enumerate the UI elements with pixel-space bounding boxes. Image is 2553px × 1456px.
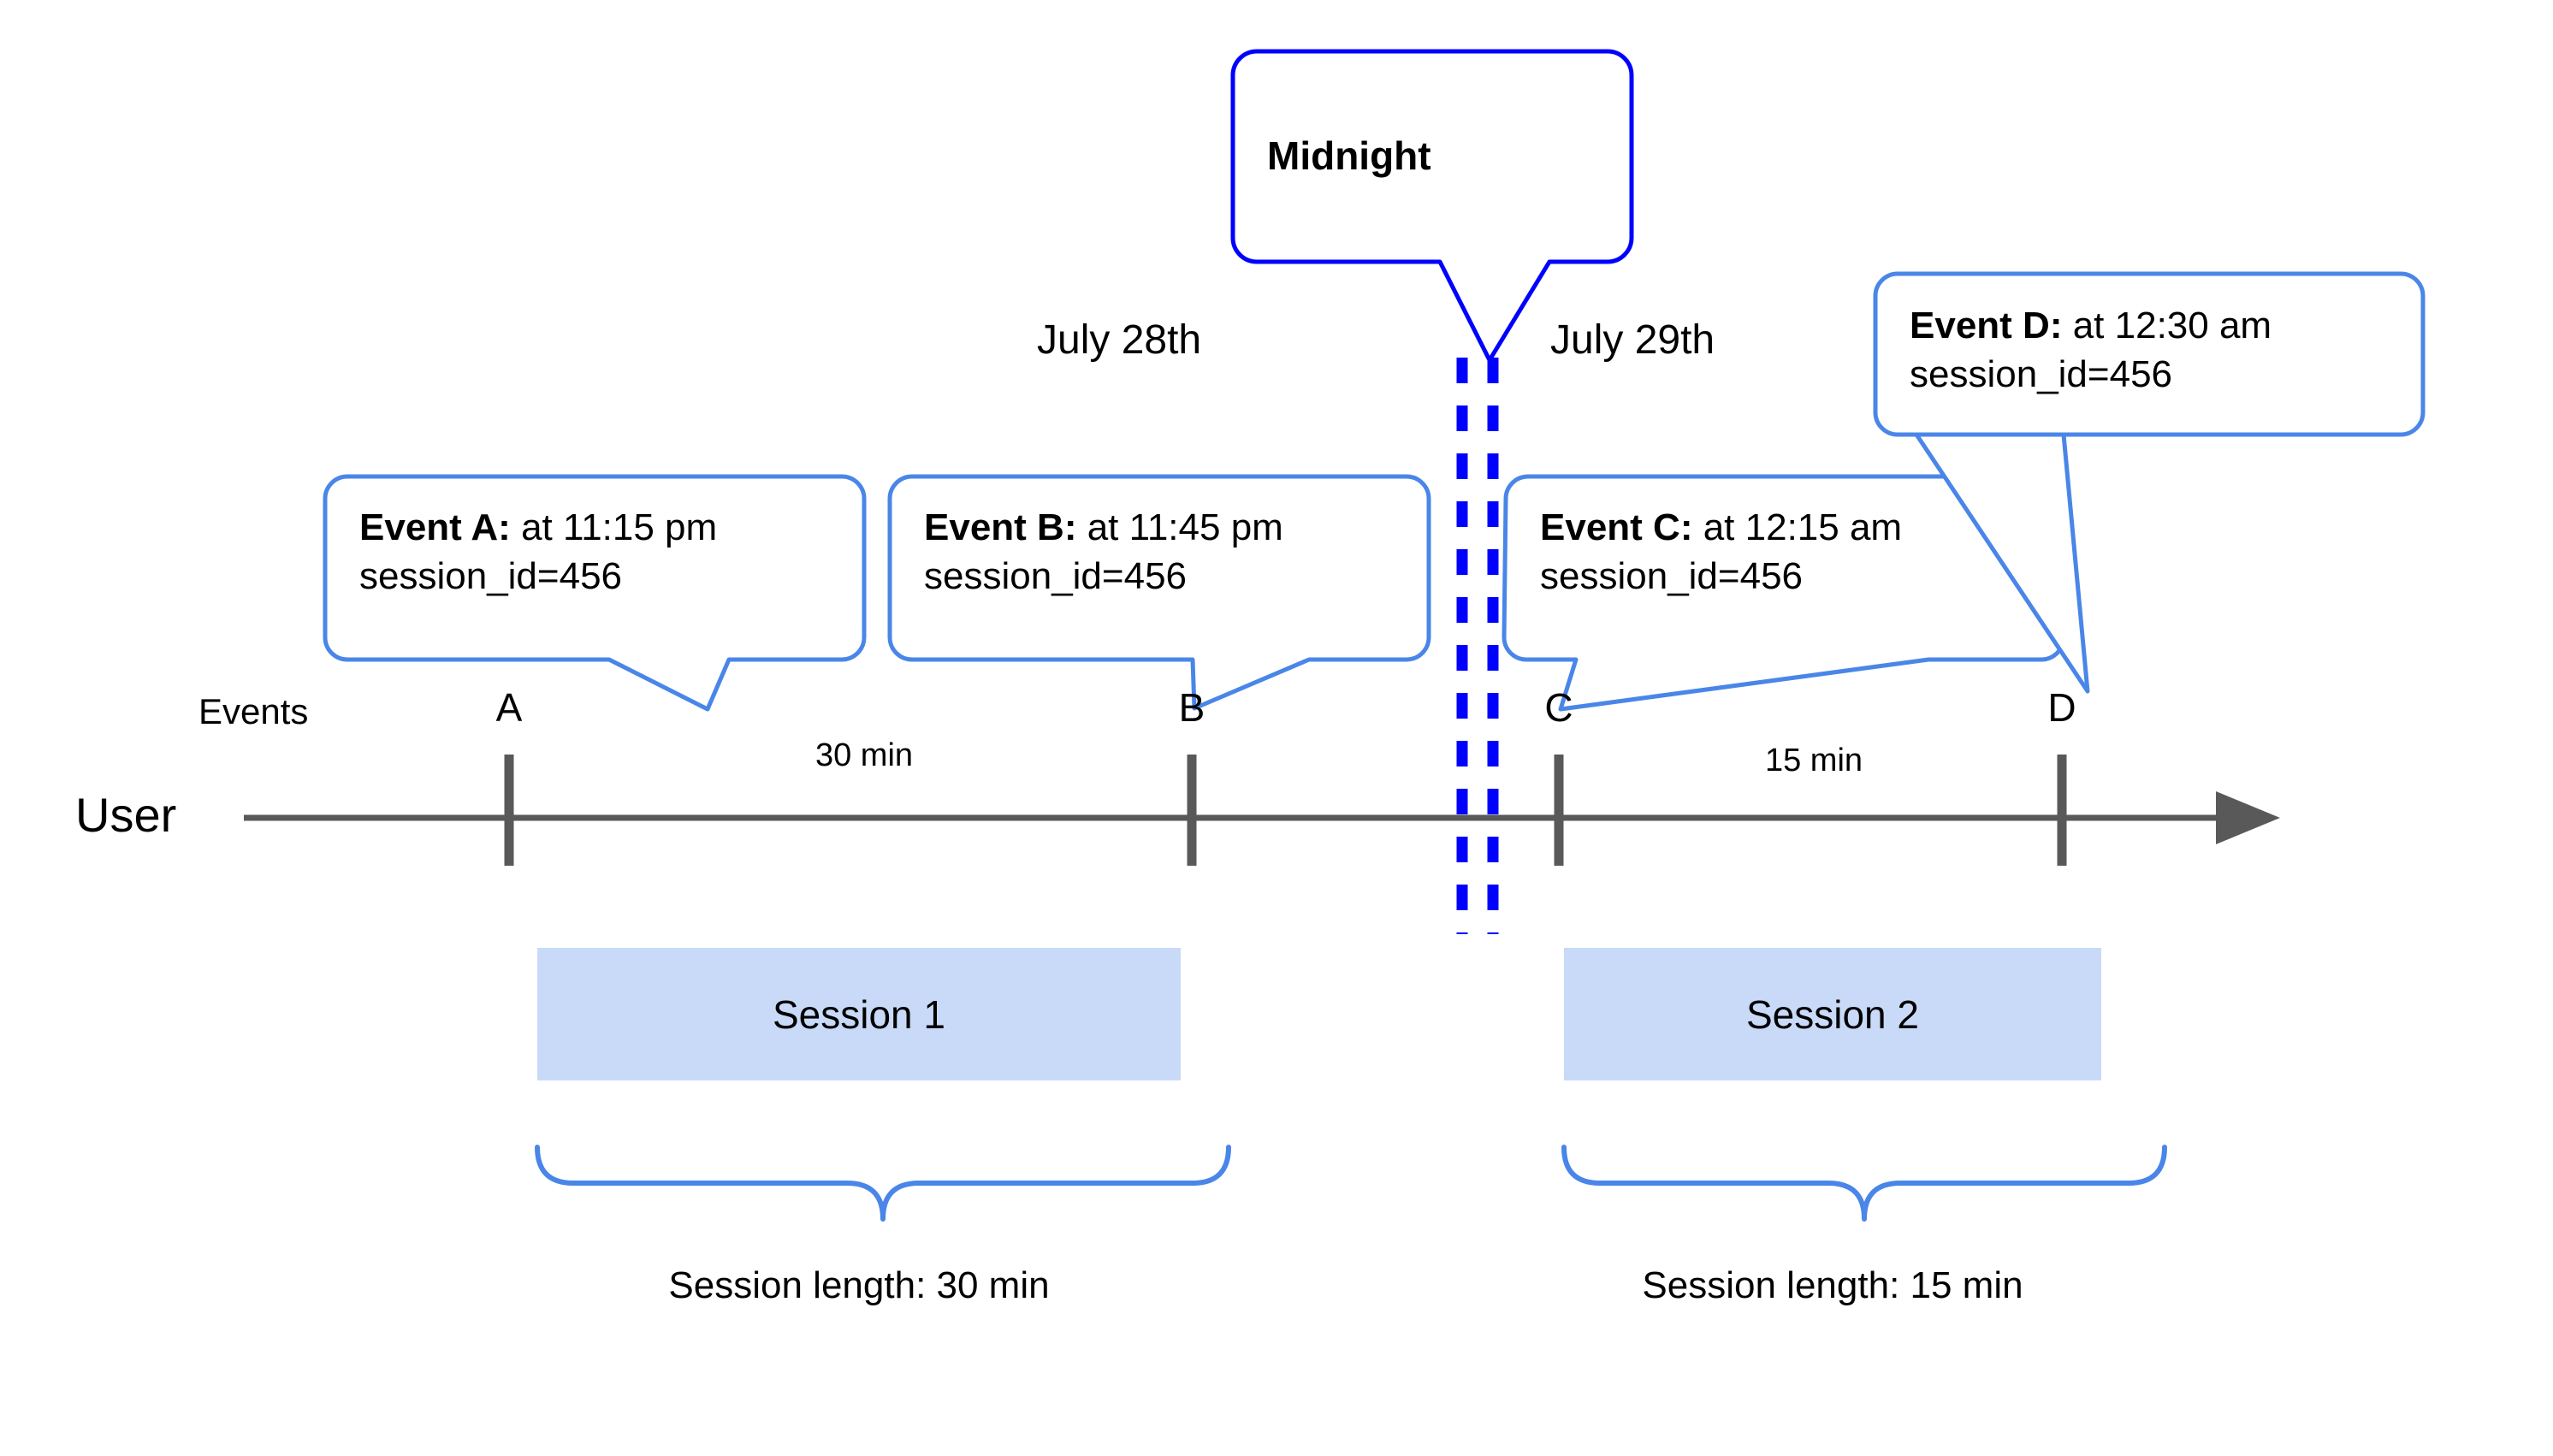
gap-label-c-to-d: 15 min	[1764, 743, 1863, 778]
session-1-length-caption: Session length: 30 min	[668, 1264, 1050, 1306]
marker-letter-d: D	[2047, 685, 2076, 730]
marker-letter-b: B	[1178, 685, 1205, 730]
event-d-line-2: session_id=456	[1910, 353, 2173, 396]
timeline-axis	[244, 791, 2280, 844]
event-b-callout-text: Event B: at 11:45 pm session_id=456	[924, 503, 1283, 601]
event-d-rest: at 12:30 am	[2062, 305, 2272, 346]
event-d-callout-text: Event D: at 12:30 am session_id=456	[1910, 301, 2272, 399]
event-c-callout-text: Event C: at 12:15 am session_id=456	[1540, 503, 1902, 601]
midnight-callout-shape	[1230, 49, 1634, 363]
date-label-right: July 29th	[1550, 317, 1715, 363]
event-b-line-1: Event B: at 11:45 pm	[924, 503, 1283, 552]
event-a-lead: Event A:	[359, 506, 511, 548]
event-a-rest: at 11:15 pm	[510, 506, 718, 548]
session-2-length-caption: Session length: 15 min	[1642, 1264, 2023, 1306]
midnight-dashed-lines	[1456, 358, 1499, 934]
event-d-lead: Event D:	[1910, 305, 2063, 346]
event-c-line-2: session_id=456	[1540, 555, 1804, 598]
event-b-lead: Event B:	[924, 506, 1077, 548]
event-c-lead: Event C:	[1540, 506, 1693, 548]
lane-label-user: User	[75, 788, 177, 842]
event-d-line-1: Event D: at 12:30 am	[1910, 301, 2272, 350]
session-1-brace	[535, 1145, 1231, 1222]
event-b-rest: at 11:45 pm	[1076, 506, 1283, 548]
event-a-callout-text: Event A: at 11:15 pm session_id=456	[359, 503, 717, 601]
marker-letter-c: C	[1544, 685, 1573, 730]
gap-label-a-to-b: 30 min	[814, 737, 914, 773]
event-a-line-2: session_id=456	[359, 555, 623, 598]
event-c-rest: at 12:15 am	[1692, 506, 1903, 548]
marker-letter-a: A	[495, 685, 523, 730]
lane-label-events: Events	[198, 691, 309, 731]
session-2-brace	[1561, 1145, 2167, 1222]
event-c-line-1: Event C: at 12:15 am	[1540, 503, 1902, 552]
event-b-line-2: session_id=456	[924, 555, 1188, 598]
session-1-box: Session 1	[537, 948, 1181, 1080]
midnight-label: Midnight	[1267, 133, 1431, 178]
session-2-box: Session 2	[1564, 948, 2101, 1080]
date-label-left: July 28th	[1037, 317, 1202, 363]
event-a-line-1: Event A: at 11:15 pm	[359, 503, 717, 552]
